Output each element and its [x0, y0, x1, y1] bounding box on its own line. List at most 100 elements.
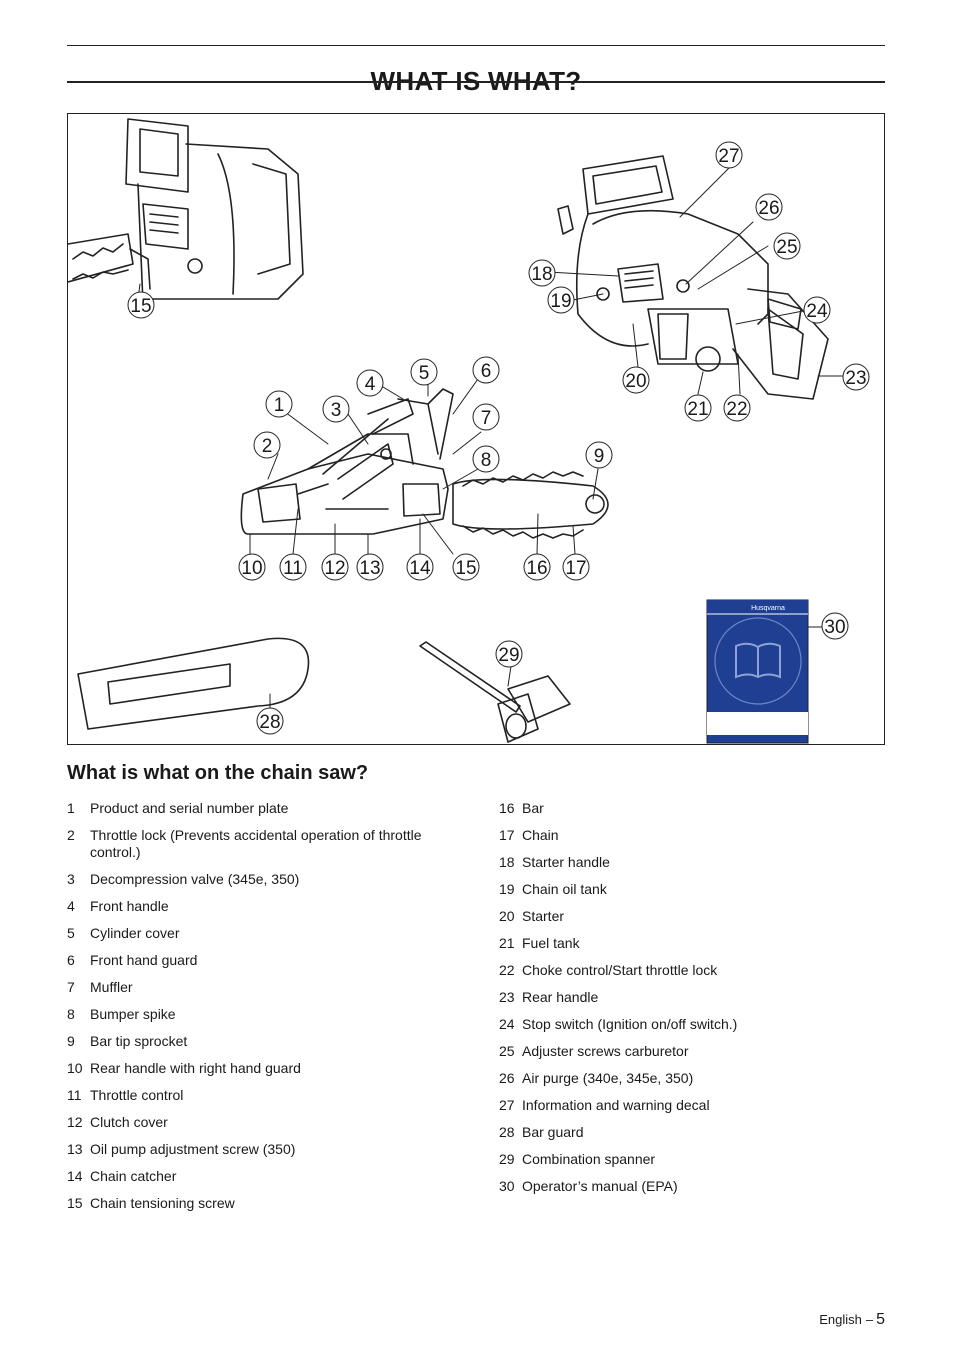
part-label: Operator’s manual (EPA): [522, 1178, 678, 1194]
chainsaw-side-view-drawing: [240, 388, 609, 539]
callout-12: 12: [324, 558, 345, 579]
callout-4: 4: [365, 374, 376, 395]
callout-19: 19: [550, 291, 571, 312]
part-number: 23: [499, 989, 515, 1005]
parts-list-item: 4 Front handle: [67, 898, 447, 915]
operators-manual-drawing: Husqvarna: [706, 599, 809, 744]
part-number: 12: [67, 1114, 83, 1130]
part-number: 21: [499, 935, 515, 951]
part-label: Rear handle with right hand guard: [90, 1060, 301, 1076]
part-number: 8: [67, 1006, 75, 1022]
callout-11: 11: [283, 558, 303, 579]
part-number: 20: [499, 908, 515, 924]
parts-list-item: 22 Choke control/Start throttle lock: [499, 962, 879, 979]
parts-list-item: 21 Fuel tank: [499, 935, 879, 952]
callout-28: 28: [259, 712, 280, 733]
part-number: 7: [67, 979, 75, 995]
part-number: 25: [499, 1043, 515, 1059]
part-number: 19: [499, 881, 515, 897]
part-number: 27: [499, 1097, 515, 1113]
parts-list-item: 17 Chain: [499, 827, 879, 844]
callout-15: 15: [455, 558, 476, 579]
part-number: 13: [67, 1141, 83, 1157]
callout-leaders: [137, 163, 844, 710]
parts-list-item: 16 Bar: [499, 800, 879, 817]
part-number: 30: [499, 1178, 515, 1194]
part-label: Choke control/Start throttle lock: [522, 962, 718, 978]
part-label: Chain tensioning screw: [90, 1195, 235, 1211]
part-label: Cylinder cover: [90, 925, 180, 941]
part-number: 10: [67, 1060, 83, 1076]
part-number: 18: [499, 854, 515, 870]
callout-25: 25: [776, 237, 797, 258]
part-label: Throttle lock (Prevents accidental opera…: [90, 827, 422, 860]
part-label: Oil pump adjustment screw (350): [90, 1141, 296, 1157]
part-label: Stop switch (Ignition on/off switch.): [522, 1016, 738, 1032]
part-number: 24: [499, 1016, 515, 1032]
callout-6: 6: [481, 361, 492, 382]
parts-list-item: 5 Cylinder cover: [67, 925, 447, 942]
parts-list-item: 13 Oil pump adjustment screw (350): [67, 1141, 447, 1158]
callout-2: 2: [262, 436, 273, 457]
callout-27: 27: [718, 146, 739, 167]
part-number: 3: [67, 871, 75, 887]
part-label: Air purge (340e, 345e, 350): [522, 1070, 694, 1086]
parts-list-item: 19 Chain oil tank: [499, 881, 879, 898]
part-number: 15: [67, 1195, 83, 1211]
part-label: Rear handle: [522, 989, 599, 1005]
part-label: Combination spanner: [522, 1151, 656, 1167]
callout-7: 7: [481, 408, 492, 429]
parts-list-item: 28 Bar guard: [499, 1124, 879, 1141]
part-label: Bar: [522, 800, 544, 816]
chainsaw-diagram: Husqvarna 15 1 2 3 4 5 6 7 8 9 10 11 12 …: [68, 118, 870, 744]
part-label: Front handle: [90, 898, 169, 914]
part-number: 1: [67, 800, 75, 816]
callout-14: 14: [409, 558, 431, 579]
part-label: Clutch cover: [90, 1114, 168, 1130]
page-footer: English–5: [819, 1311, 885, 1328]
parts-list-item: 24 Stop switch (Ignition on/off switch.): [499, 1016, 879, 1033]
parts-list-item: 23 Rear handle: [499, 989, 879, 1006]
callout-15-detail: 15: [130, 296, 151, 317]
part-number: 28: [499, 1124, 515, 1140]
part-number: 26: [499, 1070, 515, 1086]
header-bottom-rule: [67, 81, 885, 83]
callout-20: 20: [625, 371, 646, 392]
parts-list-item: 12 Clutch cover: [67, 1114, 447, 1131]
part-number: 17: [499, 827, 515, 843]
part-label: Chain oil tank: [522, 881, 607, 897]
part-number: 6: [67, 952, 75, 968]
part-number: 11: [67, 1087, 82, 1103]
part-number: 4: [67, 898, 75, 914]
part-number: 16: [499, 800, 515, 816]
parts-list-item: 26 Air purge (340e, 345e, 350): [499, 1070, 879, 1087]
part-label: Bar guard: [522, 1124, 584, 1140]
part-label: Front hand guard: [90, 952, 198, 968]
part-number: 5: [67, 925, 75, 941]
part-number: 22: [499, 962, 515, 978]
part-label: Fuel tank: [522, 935, 580, 951]
parts-list-item: 30 Operator’s manual (EPA): [499, 1178, 879, 1195]
callout-22: 22: [726, 399, 747, 420]
callout-26: 26: [758, 198, 779, 219]
part-number: 14: [67, 1168, 83, 1184]
page-number: 5: [876, 1311, 885, 1328]
callout-1: 1: [274, 395, 285, 416]
callout-10: 10: [241, 558, 262, 579]
section-heading: What is what on the chain saw?: [67, 762, 369, 784]
callout-16: 16: [526, 558, 547, 579]
callout-21: 21: [687, 399, 708, 420]
part-label: Chain: [522, 827, 559, 843]
part-label: Decompression valve (345e, 350): [90, 871, 300, 887]
callout-30: 30: [824, 617, 845, 638]
callout-17: 17: [565, 558, 586, 579]
combination-spanner-drawing: [419, 641, 571, 743]
